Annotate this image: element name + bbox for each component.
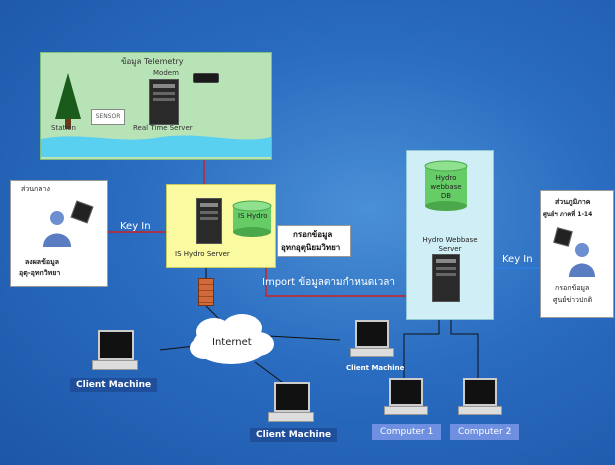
hydro-webbase-server-icon xyxy=(432,254,460,302)
client-left-computer-icon xyxy=(92,330,138,372)
internet-cloud-icon xyxy=(190,314,274,364)
hydro-webbase-db-icon xyxy=(424,160,468,211)
router-icon xyxy=(193,73,219,83)
entry-note-line1: กรอกข้อมูล xyxy=(293,230,333,239)
regional-subtitle: ศูนย์ฯ ภาคที่ 1-14 xyxy=(543,211,593,218)
station-label: Station xyxy=(51,124,76,132)
hydro-webbase-db-label: Hydro webbase DB xyxy=(430,174,462,200)
station-tree-icon xyxy=(55,73,81,129)
river-shape xyxy=(41,135,271,157)
import-label: Import ข้อมูลตามกำหนดเวลา xyxy=(262,277,395,288)
realtime-server-label: Real Time Server xyxy=(133,124,193,132)
sensor-box: SENSOR xyxy=(91,109,125,125)
regional-panel: ส่วนภูมิภาค ศูนย์ฯ ภาคที่ 1-14 กรอกข้อมู… xyxy=(540,190,614,318)
regional-title: ส่วนภูมิภาค xyxy=(555,198,591,206)
realtime-server-icon xyxy=(149,79,179,125)
is-hydro-db-label: IS Hydro xyxy=(238,212,268,220)
telemetry-title: ข้อมูล Telemetry xyxy=(121,57,184,66)
telemetry-panel: ข้อมูล Telemetry Modem Station SENSOR Re… xyxy=(40,52,272,160)
central-caption-2: อุตุ-อุทกวิทยา xyxy=(19,269,61,277)
is-hydro-server-label: IS Hydro Server xyxy=(175,250,230,258)
client-bottom-computer-icon xyxy=(268,382,314,424)
client-left-label: Client Machine xyxy=(70,378,158,392)
client-bottom-label: Client Machine xyxy=(250,428,338,442)
modem-label: Modem xyxy=(153,69,179,77)
is-hydro-db-icon xyxy=(232,200,272,237)
client-top-right-computer-icon xyxy=(350,320,394,360)
computer-2-label: Computer 2 xyxy=(450,424,520,440)
computer-1-icon xyxy=(384,378,428,418)
client-top-right-label: Client Machine xyxy=(346,364,405,372)
computer-2-icon xyxy=(458,378,502,418)
internet-label: Internet xyxy=(212,337,252,348)
regional-caption-1: กรอกข้อมูล xyxy=(555,284,590,292)
central-caption-1: ลงผลข้อมูล xyxy=(25,258,59,266)
central-title: ส่วนกลาง xyxy=(21,185,50,193)
key-in-left-label: Key In xyxy=(120,221,151,232)
regional-caption-2: ศูนย์ข่าวปกติ xyxy=(553,296,593,304)
is-hydro-server-icon xyxy=(196,198,222,244)
central-monitor-icon xyxy=(70,200,94,224)
computer-1-label: Computer 1 xyxy=(372,424,442,440)
central-user-icon xyxy=(43,211,71,247)
entry-note-box xyxy=(277,225,351,257)
entry-note-line2: อุทกอุตุนิยมวิทยา xyxy=(281,243,341,252)
firewall-icon xyxy=(198,278,214,306)
regional-user-icon xyxy=(569,243,595,277)
hydro-webbase-server-label: Hydro Webbase Server xyxy=(422,236,478,253)
key-in-right-label: Key In xyxy=(502,254,533,265)
central-panel: ส่วนกลาง ลงผลข้อมูล อุตุ-อุทกวิทยา xyxy=(10,180,108,287)
